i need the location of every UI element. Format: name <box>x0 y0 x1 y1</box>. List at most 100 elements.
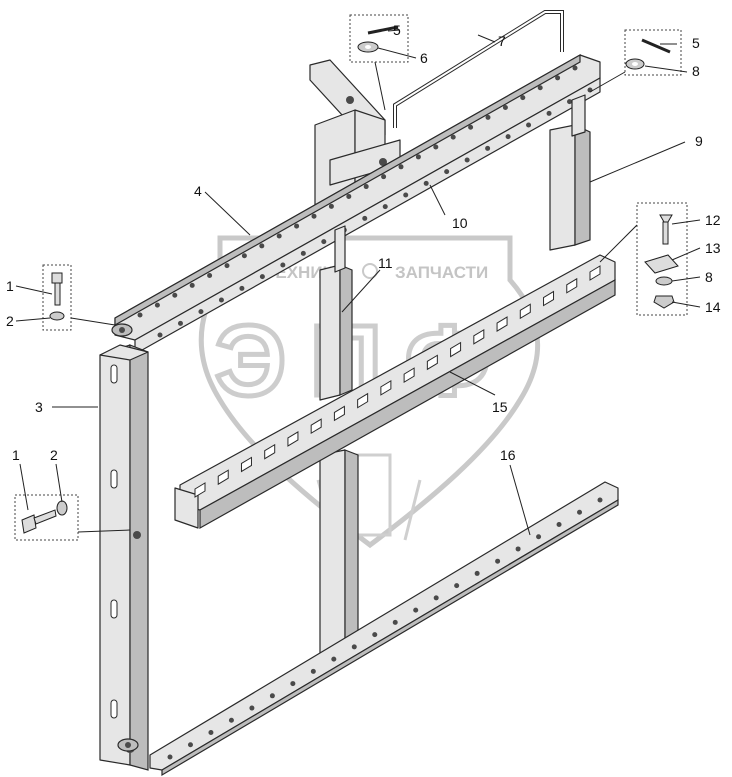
bolt-hole <box>157 332 163 338</box>
bar-slot <box>287 431 299 447</box>
bar-slot <box>217 469 229 486</box>
bolt-hole <box>567 99 573 105</box>
bolt-hole <box>546 110 552 116</box>
bolt-hole <box>526 122 532 128</box>
callout-16: 16 <box>500 447 516 463</box>
bolt-hole <box>172 292 178 298</box>
bar-slot <box>543 290 555 307</box>
slotted-bar-slots <box>194 265 601 498</box>
channel-9 <box>549 94 591 251</box>
bolt-hole <box>280 262 286 268</box>
bar-slot <box>310 418 322 435</box>
bolt-hole <box>362 215 368 221</box>
callout-13: 13 <box>705 240 721 256</box>
watermark-gear-icon <box>362 263 378 279</box>
bolt-hole <box>392 619 398 625</box>
bolt-hole <box>537 85 543 91</box>
bolt-hole <box>555 75 561 81</box>
bar-slot <box>473 328 485 345</box>
bolt-hole <box>382 204 388 210</box>
bolt-hole <box>249 705 255 711</box>
bar-slot <box>194 482 206 498</box>
lower-bar-16 <box>149 481 619 777</box>
top-rail-4 <box>114 53 601 355</box>
bolt-hole <box>300 250 306 256</box>
bar-slot <box>426 354 438 371</box>
channel-lower <box>319 449 359 665</box>
bolt-hole <box>218 297 224 303</box>
bolt-hole <box>536 534 542 540</box>
bolt-hole <box>415 154 421 160</box>
bolt-hole <box>207 272 213 278</box>
bolt-hole <box>502 105 508 111</box>
callout-9: 9 <box>695 133 703 149</box>
bolt-hole <box>444 169 450 175</box>
bar-slot <box>357 392 369 409</box>
bolt-hole <box>515 546 521 552</box>
bar-slot <box>589 265 601 281</box>
bolt-hole <box>363 184 369 190</box>
callout-1-top: 1 <box>6 278 14 294</box>
bolt-hole <box>328 203 334 209</box>
bolt-hole <box>276 233 282 239</box>
bolt-hole <box>259 274 265 280</box>
callout-15: 15 <box>492 399 508 415</box>
bolt-hole <box>198 309 204 315</box>
callout-11: 11 <box>378 255 393 271</box>
callout-6: 6 <box>420 50 428 66</box>
bolt-hole <box>177 320 183 326</box>
callout-2-bottom: 2 <box>50 447 58 463</box>
callout-8-top: 8 <box>692 63 700 79</box>
bolt-hole <box>413 607 419 613</box>
bolt-hole <box>474 570 480 576</box>
callout-8-right: 8 <box>705 269 713 285</box>
bolt-hole <box>403 192 409 198</box>
bolt-hole <box>556 521 562 527</box>
bolt-hole <box>311 213 317 219</box>
callout-1-bottom: 1 <box>12 447 20 463</box>
bolt-hole <box>239 285 245 291</box>
bolt-hole <box>208 730 214 736</box>
bolt-hole <box>137 312 143 318</box>
bolt-hole <box>433 595 439 601</box>
watermark-shield <box>198 235 541 549</box>
corner-fasteners <box>111 323 139 752</box>
callout-14: 14 <box>705 299 721 315</box>
watermark-letter-1: Э <box>215 305 286 417</box>
bolt-hole <box>597 497 603 503</box>
channel-11 <box>319 225 353 420</box>
bolt-hole <box>577 509 583 515</box>
bolt-hole <box>520 95 526 101</box>
side-post-3 <box>99 344 149 771</box>
bar-slot <box>496 316 508 332</box>
bolt-hole <box>331 656 337 662</box>
bolt-hole <box>464 157 470 163</box>
bolt-hole <box>224 263 230 269</box>
bolt-hole <box>346 193 352 199</box>
bolt-hole <box>310 668 316 674</box>
bolt-hole <box>241 253 247 259</box>
bar-slot <box>264 443 276 460</box>
callout-12: 12 <box>705 212 721 228</box>
inset-1-2-top <box>42 264 72 331</box>
callouts: 5 6 7 5 8 9 4 10 12 13 8 14 1 2 11 3 15 … <box>6 22 721 463</box>
bolt-hole <box>495 558 501 564</box>
bolt-hole <box>187 742 193 748</box>
callout-5-right: 5 <box>692 35 700 51</box>
bar-slot <box>519 303 531 320</box>
bolt-hole <box>269 693 275 699</box>
bar-slot <box>333 405 345 422</box>
top-rail-holes <box>137 65 593 338</box>
bar-slot <box>240 456 252 473</box>
callout-3: 3 <box>35 399 43 415</box>
bar-slot <box>566 277 578 294</box>
bolt-hole <box>454 583 460 589</box>
bolt-hole <box>290 681 296 687</box>
leader-lines <box>15 29 701 536</box>
watermark-brand-right: ЗАПЧАСТИ <box>395 263 488 282</box>
bar-slot <box>380 379 392 396</box>
bolt-hole <box>294 223 300 229</box>
callout-10: 10 <box>452 215 468 231</box>
bolt-hole <box>468 124 474 130</box>
